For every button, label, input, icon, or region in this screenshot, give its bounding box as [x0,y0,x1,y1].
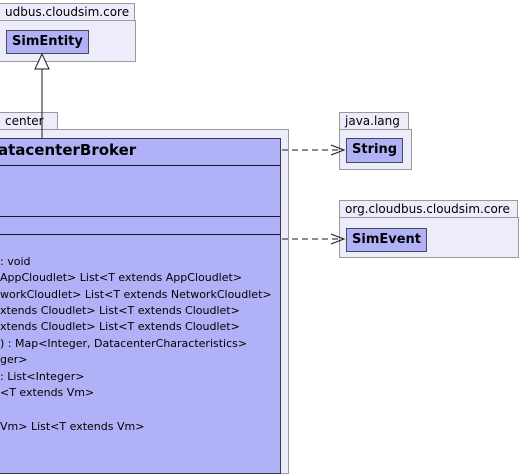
class-simentity-name: SimEntity [12,34,83,49]
method-row: <T extends Vm> [0,386,95,399]
package-label-core-right: org.cloudbus.cloudsim.core [345,202,510,216]
generalization-arrowhead [34,52,50,70]
method-row: xtends Cloudlet> List<T extends Cloudlet… [0,320,240,333]
method-row: ) : Map<Integer, DatacenterCharacteristi… [0,337,248,350]
compartment-divider-2 [0,216,280,217]
package-tab-core-top: udbus.cloudsim.core [0,3,136,20]
method-row: Vm> List<T extends Vm> [0,420,145,433]
class-simentity[interactable]: SimEntity [6,30,89,54]
method-row: workCloudlet> List<T extends NetworkClou… [0,288,272,301]
dependency-arrowhead-string [330,144,346,156]
method-row: : List<Integer> [0,370,85,383]
compartment-divider-1 [0,165,280,166]
class-simevent-name: SimEvent [352,232,422,247]
package-label-core-top: udbus.cloudsim.core [5,5,130,19]
package-tab-broker: center [0,112,58,129]
class-datacenter-broker[interactable]: atacenterBroker : void AppCloudlet> List… [0,138,281,474]
class-datacenter-broker-name: atacenterBroker [0,141,137,159]
package-label-broker: center [5,114,44,128]
method-row: xtends Cloudlet> List<T extends Cloudlet… [0,304,240,317]
compartment-divider-3 [0,234,280,235]
package-tab-java-lang: java.lang [339,112,409,129]
package-tab-core-right: org.cloudbus.cloudsim.core [339,200,518,217]
dependency-arrowhead-simevent [330,233,346,245]
class-string[interactable]: String [346,138,404,163]
class-string-name: String [352,142,398,157]
method-row: ger> [0,353,28,366]
method-row: : void [0,255,31,268]
package-label-java-lang: java.lang [345,114,400,128]
class-simevent[interactable]: SimEvent [346,228,428,252]
method-row: AppCloudlet> List<T extends AppCloudlet> [0,271,243,284]
